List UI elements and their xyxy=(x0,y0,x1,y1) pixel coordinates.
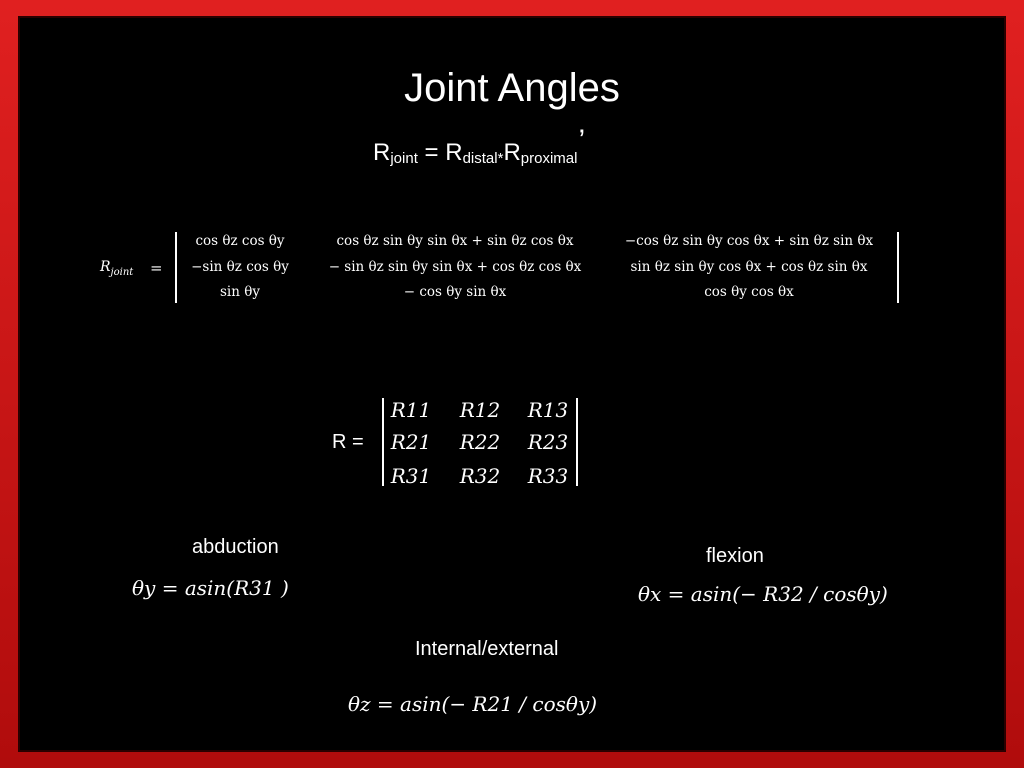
flexion-label: flexion xyxy=(706,545,764,567)
subtitle-prime: ’ xyxy=(578,124,586,157)
internal-external-label: Internal/external xyxy=(415,638,559,660)
subtitle-equals: = xyxy=(417,139,446,166)
r-cell-1-1: R11 xyxy=(390,398,432,422)
r-cell-2-1: R21 xyxy=(390,430,432,454)
abduction-formula: θy = asin(R31 ) xyxy=(132,576,289,600)
rjoint-cell-3-2: − cos θy sin θx xyxy=(403,284,507,300)
flexion-formula: θx = asin(− R32 / cosθy) xyxy=(638,582,888,606)
subtitle-proximal: proximal xyxy=(520,150,578,167)
r-matrix-right-bar xyxy=(576,398,578,486)
subtitle-joint: joint xyxy=(390,150,418,167)
rjoint-cell-3-3: cos θy cos θx xyxy=(704,284,794,300)
rjoint-cell-2-2: − sin θz sin θy sin θx + cos θz cos θx xyxy=(328,259,582,275)
slide-title: Joint Angles xyxy=(404,66,620,110)
r-cell-2-2: R22 xyxy=(459,430,501,454)
subtitle-distal: distal xyxy=(462,150,498,167)
r-cell-1-3: R13 xyxy=(527,398,569,422)
r-cell-1-2: R12 xyxy=(459,398,501,422)
r-cell-3-2: R32 xyxy=(459,464,501,488)
slide-subtitle: Rjoint = Rdistal*Rproximal’ xyxy=(373,124,585,168)
r-matrix-lhs: R = xyxy=(332,431,364,453)
slide: Joint Angles Rjoint = Rdistal*Rproximal’… xyxy=(18,16,1006,752)
internal-external-formula: θz = asin(− R21 / cosθy) xyxy=(348,692,598,716)
subtitle-r3: R xyxy=(503,139,521,166)
abduction-label: abduction xyxy=(192,536,279,558)
rjoint-cell-2-3: sin θz sin θy cos θx + cos θz sin θx xyxy=(630,259,868,275)
rjoint-equals: = xyxy=(150,259,163,277)
subtitle-r2: R xyxy=(445,139,463,166)
rjoint-left-bar xyxy=(175,232,177,303)
rjoint-cell-1-2: cos θz sin θy sin θx + sin θz cos θx xyxy=(336,233,574,249)
rjoint-lhs: Rjoint xyxy=(100,259,134,278)
r-cell-3-1: R31 xyxy=(390,464,432,488)
subtitle-r: R xyxy=(373,139,391,166)
rjoint-cell-1-3: −cos θz sin θy cos θx + sin θz sin θx xyxy=(624,233,874,249)
rjoint-cell-2-1: −sin θz cos θy xyxy=(191,259,289,275)
rjoint-cell-3-1: sin θy xyxy=(220,284,260,300)
rjoint-cell-1-1: cos θz cos θy xyxy=(195,233,285,249)
rjoint-right-bar xyxy=(897,232,899,303)
subtitle-times: * xyxy=(497,150,504,167)
r-cell-2-3: R23 xyxy=(527,430,569,454)
r-matrix-left-bar xyxy=(382,398,384,486)
r-cell-3-3: R33 xyxy=(527,464,569,488)
